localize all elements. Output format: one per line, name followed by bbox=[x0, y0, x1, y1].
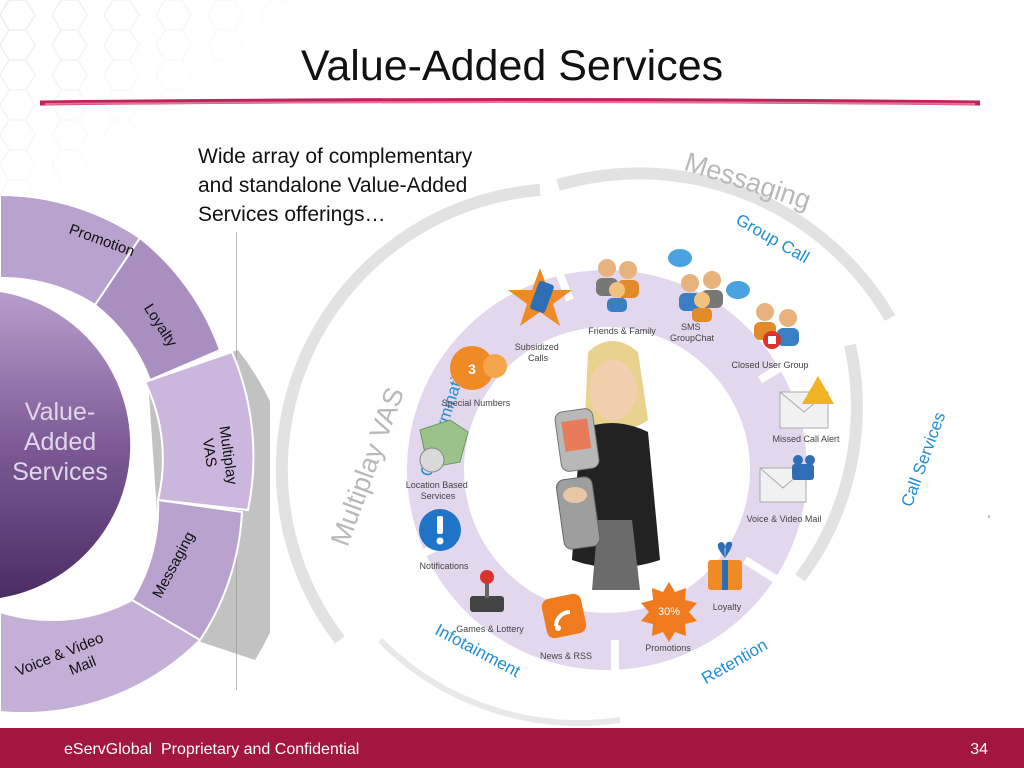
outer-label-voice-video: Voice & Video Mail bbox=[982, 307, 990, 524]
friends-family-icon bbox=[596, 259, 639, 312]
voice-video-mail-icon bbox=[759, 455, 815, 503]
location-based-services-icon bbox=[419, 419, 469, 473]
description-line: Wide array of complementary bbox=[198, 145, 473, 168]
sms-groupchat-icon bbox=[668, 249, 750, 322]
wheel-center-line: Value- bbox=[25, 398, 95, 426]
item-label-notifications: Notifications bbox=[419, 561, 469, 571]
wheel-center-line: Added bbox=[24, 428, 96, 456]
item-label-games-lottery: Games & Lottery bbox=[456, 624, 524, 634]
category-label-call-services: Call Services bbox=[897, 410, 949, 510]
subsidized-calls-icon bbox=[508, 268, 572, 326]
outer-ring-bottom bbox=[377, 637, 621, 727]
closed-user-group-icon bbox=[754, 303, 799, 349]
outer-ring-voice bbox=[795, 343, 863, 582]
wheel-label-multiplay-line: VAS bbox=[199, 437, 220, 468]
loyalty-gift-icon bbox=[708, 541, 742, 590]
item-label-sms: SMS GroupChat bbox=[670, 322, 715, 343]
games-lottery-icon bbox=[470, 570, 504, 612]
item-label-loyalty: Loyalty bbox=[713, 602, 742, 612]
wheel-label-multiplay: Multiplay VAS bbox=[198, 425, 241, 493]
outer-ring-messaging bbox=[556, 167, 896, 322]
outer-label-multiplay: Multiplay VAS bbox=[325, 384, 410, 550]
vas-diagram: Messaging Multiplay VAS Voice & Video Ma… bbox=[275, 147, 990, 727]
item-label-voice-video-mail: Voice & Video Mail bbox=[747, 514, 822, 524]
item-label-line: GroupChat bbox=[670, 333, 715, 343]
promo-badge-text: 30% bbox=[658, 606, 680, 618]
promotions-icon: 30% bbox=[641, 582, 697, 642]
left-wheel: Promotion Loyalty Multiplay VAS Messagin… bbox=[0, 193, 270, 715]
item-label-line: SMS bbox=[681, 322, 701, 332]
wheel-segment-loyalty bbox=[93, 236, 222, 382]
footer-brand: eServGlobal Proprietary and Confidential bbox=[64, 741, 359, 759]
slide-title: Value-Added Services bbox=[300, 42, 724, 90]
outer-ring-multiplay bbox=[275, 184, 541, 644]
wheel-segment-multiplay bbox=[143, 350, 255, 512]
svg-text:3: 3 bbox=[468, 361, 476, 377]
footer-company: eServGlobal bbox=[64, 741, 153, 758]
item-label-subsidized: Subsidized Calls bbox=[515, 342, 562, 363]
wheel-segment-voice bbox=[0, 598, 202, 715]
special-numbers-icon: 3 bbox=[450, 346, 507, 390]
item-label-closed-user-group: Closed User Group bbox=[731, 360, 808, 370]
footer-bar: eServGlobal Proprietary and Confidential… bbox=[0, 728, 1024, 768]
title-underline bbox=[40, 98, 980, 106]
missed-call-alert-icon bbox=[779, 376, 834, 429]
slide-description: Wide array of complementary and standalo… bbox=[198, 142, 558, 229]
item-label-missed-call-alert: Missed Call Alert bbox=[772, 434, 840, 444]
item-label-line: Calls bbox=[528, 353, 549, 363]
description-line: Services offerings… bbox=[198, 203, 386, 226]
item-label-promotions: Promotions bbox=[645, 643, 691, 653]
page-number: 34 bbox=[970, 741, 988, 758]
item-label-location: Location Based Services bbox=[406, 480, 471, 501]
item-label-special-numbers: Special Numbers bbox=[442, 398, 511, 408]
item-label-line: Location Based bbox=[406, 480, 468, 490]
description-line: and standalone Value-Added bbox=[198, 174, 468, 197]
wheel-center-line: Services bbox=[12, 458, 108, 486]
item-label-line: Services bbox=[421, 491, 456, 501]
woman-with-phone-image bbox=[554, 341, 660, 590]
wheel-center bbox=[0, 292, 131, 598]
item-label-news-rss: News & RSS bbox=[540, 651, 592, 661]
notifications-icon bbox=[419, 509, 461, 551]
item-label-line: Subsidized bbox=[515, 342, 559, 352]
footer-text: Proprietary and Confidential bbox=[160, 741, 360, 758]
outer-label-messaging: Messaging bbox=[681, 147, 814, 216]
item-label-friends-family: Friends & Family bbox=[588, 326, 656, 336]
news-rss-icon bbox=[541, 593, 587, 639]
